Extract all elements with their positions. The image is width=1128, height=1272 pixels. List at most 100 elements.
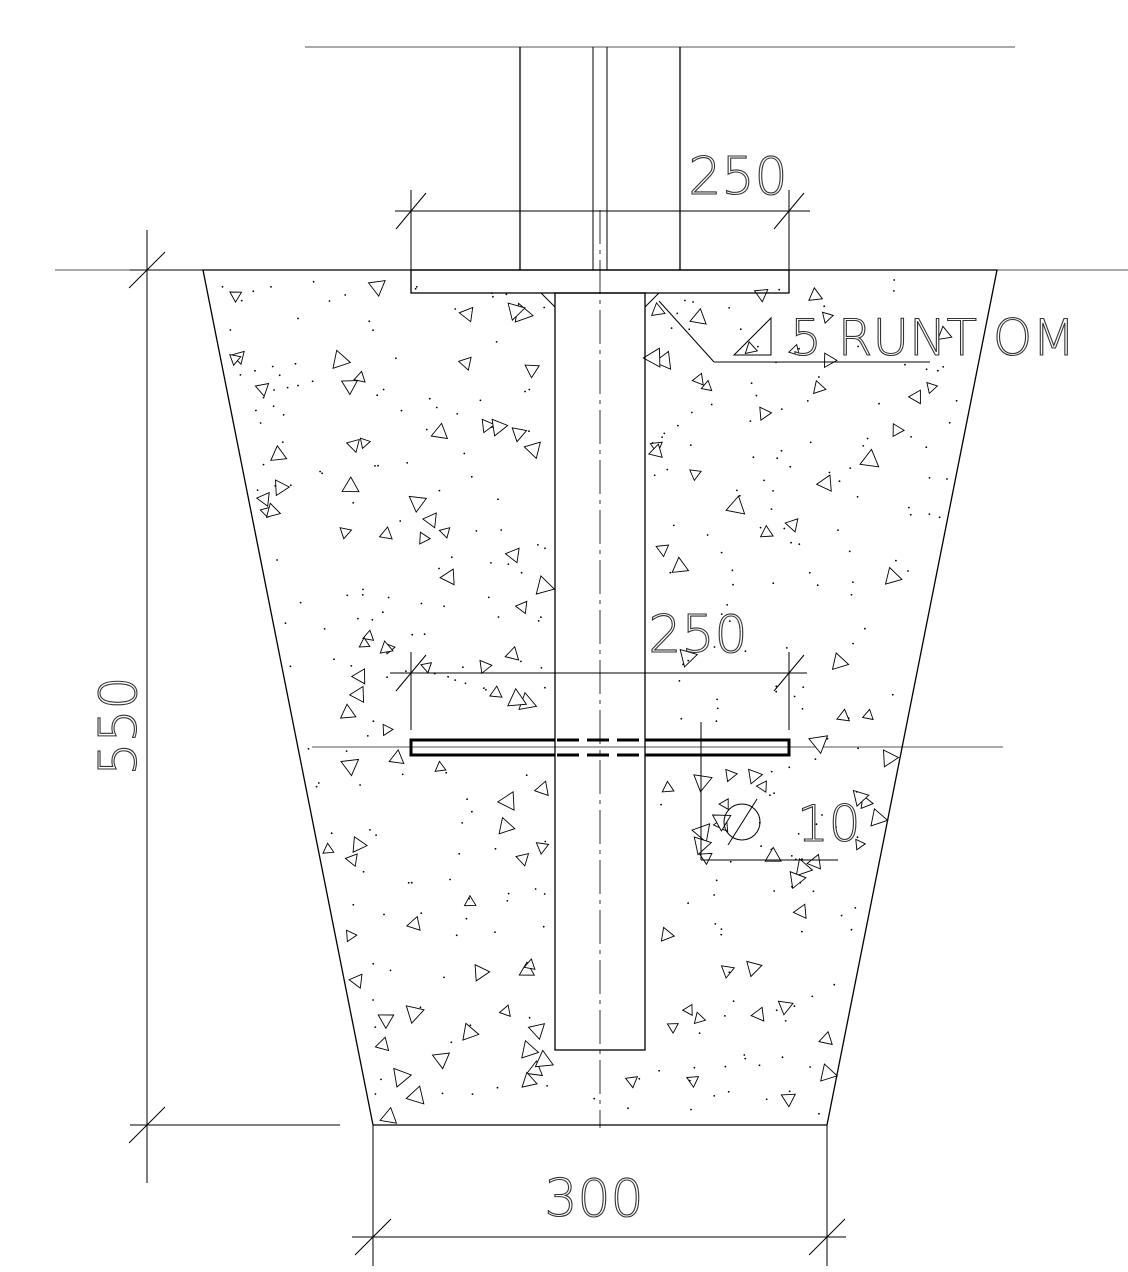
aggregate-dot [333, 658, 335, 661]
aggregate-dot [468, 897, 471, 900]
aggregate-stone [689, 307, 707, 325]
aggregate-dot [801, 708, 804, 710]
aggregate-dot [450, 556, 453, 559]
aggregate-dot [850, 928, 853, 931]
aggregate-dot [593, 1097, 596, 1100]
aggregate-dot [682, 663, 684, 666]
aggregate-dot [760, 845, 762, 848]
aggregate-dot [784, 1020, 787, 1022]
aggregate-stone [787, 343, 800, 356]
weld-note-text: 5 RUNT OM [790, 309, 1075, 367]
aggregate-dot [368, 320, 371, 323]
aggregate-dot [543, 306, 546, 309]
aggregate-dot [809, 1066, 811, 1068]
aggregate-stone [824, 352, 838, 369]
aggregate-dot [454, 308, 457, 310]
aggregate-stone [647, 443, 663, 458]
aggregate-stone [725, 768, 739, 783]
aggregate-dot [775, 1009, 778, 1012]
aggregate-dot [273, 389, 275, 391]
aggregate-stone [533, 780, 549, 797]
aggregate-dot [732, 583, 734, 586]
aggregate-dot [507, 892, 510, 895]
aggregate-dot [497, 616, 500, 618]
aggregate-dot [716, 707, 719, 710]
aggregate-dot [663, 432, 666, 435]
aggregate-dot [466, 798, 468, 801]
aggregate-dot [789, 465, 792, 468]
aggregate-dot [528, 388, 531, 391]
aggregate-dot [221, 286, 224, 288]
aggregate-stone [378, 526, 393, 540]
aggregate-stone [642, 347, 661, 368]
aggregate-dot [791, 885, 793, 888]
aggregate-dot [670, 327, 673, 329]
aggregate-dot [362, 870, 365, 873]
aggregate-dot [726, 604, 729, 606]
aggregate-stone [818, 1030, 833, 1046]
aggregate-dot [252, 290, 255, 293]
aggregate-stone [431, 1052, 451, 1070]
bar-note-text: 10 [797, 795, 861, 853]
aggregate-dot [401, 773, 404, 776]
aggregate-stone [789, 870, 807, 890]
aggregate-stone [808, 735, 829, 755]
aggregate-dot [505, 293, 508, 296]
aggregate-dot [311, 380, 314, 383]
aggregate-stone [808, 286, 824, 301]
aggregate-dot [289, 484, 292, 487]
aggregate-dot [687, 659, 690, 662]
aggregate-stone [698, 852, 713, 866]
aggregate-dot [494, 931, 496, 933]
aggregate-dot [818, 1112, 820, 1115]
aggregate-stone [780, 1093, 797, 1108]
aggregate-dot [374, 1026, 377, 1028]
aggregate-dot [520, 660, 522, 663]
aggregate-dot [660, 803, 662, 806]
aggregate-stone [821, 311, 835, 324]
aggregate-dot [797, 833, 800, 835]
aggregate-dot [374, 465, 376, 467]
aggregate-dot [714, 923, 717, 925]
aggregate-stone [836, 708, 851, 722]
aggregate-dot [490, 562, 492, 564]
aggregate-dot [382, 388, 385, 391]
aggregate-stone [870, 807, 889, 827]
aggregate-dot [369, 829, 371, 831]
aggregate-dot [770, 848, 773, 851]
aggregate-dot [297, 317, 299, 320]
aggregate-stone [651, 302, 666, 316]
aggregate-dot [849, 467, 852, 469]
aggregate-stone [660, 926, 676, 942]
aggregate-stone [507, 302, 526, 322]
aggregate-stone [379, 640, 394, 654]
aggregate-dot [716, 698, 718, 701]
aggregate-stone [419, 531, 432, 545]
aggregate-dot [728, 307, 730, 309]
steel-post [519, 47, 681, 270]
aggregate-dot [785, 647, 788, 649]
aggregate-dot [698, 1032, 701, 1034]
aggregate-dot [229, 329, 232, 331]
aggregate-dot [793, 695, 796, 698]
aggregate-dot [438, 567, 440, 570]
aggregate-dot [749, 420, 752, 422]
aggregate-dot [405, 670, 407, 672]
aggregate-stone [496, 790, 515, 811]
aggregate-stone [926, 381, 939, 395]
aggregate-dot [286, 386, 289, 389]
aggregate-dot [276, 559, 278, 561]
aggregate-dot [485, 688, 487, 691]
aggregate-stone [883, 749, 900, 768]
aggregate-dot [449, 878, 451, 881]
aggregate-dot [475, 530, 478, 532]
aggregate-dot [284, 622, 287, 624]
aggregate-dot [262, 463, 265, 466]
aggregate-dot [856, 495, 859, 498]
aggregate-dot [866, 437, 869, 440]
aggregate-dot [788, 766, 791, 769]
aggregate-stone [254, 382, 270, 398]
weld-fillet-right [644, 292, 661, 309]
aggregate-dot [281, 441, 284, 443]
aggregate-dot [464, 682, 467, 685]
